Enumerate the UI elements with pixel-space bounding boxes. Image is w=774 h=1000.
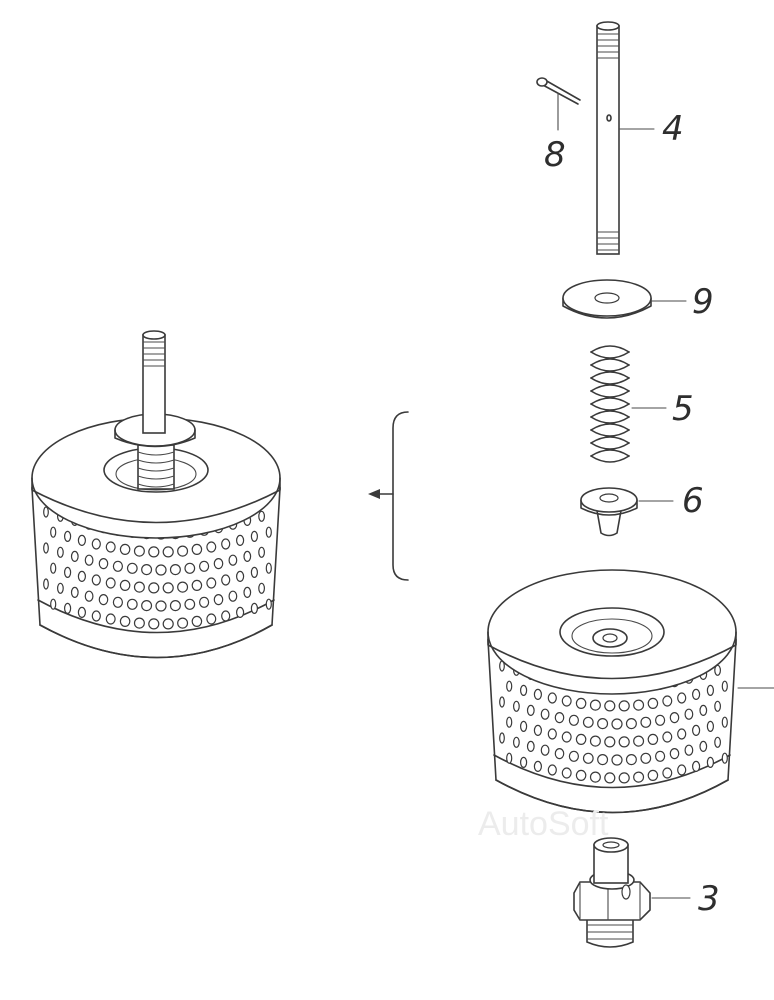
filter-element-exploded bbox=[487, 569, 774, 814]
washer-part-9 bbox=[562, 279, 687, 319]
assembly-bracket bbox=[368, 411, 409, 581]
callout-3-label: 3 bbox=[698, 879, 720, 919]
callout-8-label: 8 bbox=[544, 135, 566, 175]
callout-4-label: 4 bbox=[662, 109, 684, 149]
assembled-filter-element bbox=[31, 330, 281, 659]
spring-seat-part-6 bbox=[580, 487, 674, 537]
fitting-part-3 bbox=[573, 837, 691, 948]
callout-5-label: 5 bbox=[672, 389, 694, 429]
assembled-spring bbox=[137, 444, 175, 490]
cotter-pin-part-8 bbox=[536, 77, 581, 131]
callout-9-label: 9 bbox=[692, 282, 714, 322]
watermark-text: AutoSoft bbox=[478, 805, 609, 843]
spring-part-5 bbox=[590, 345, 667, 463]
callout-6-label: 6 bbox=[682, 481, 704, 521]
threaded-rod-part-4 bbox=[596, 21, 655, 255]
